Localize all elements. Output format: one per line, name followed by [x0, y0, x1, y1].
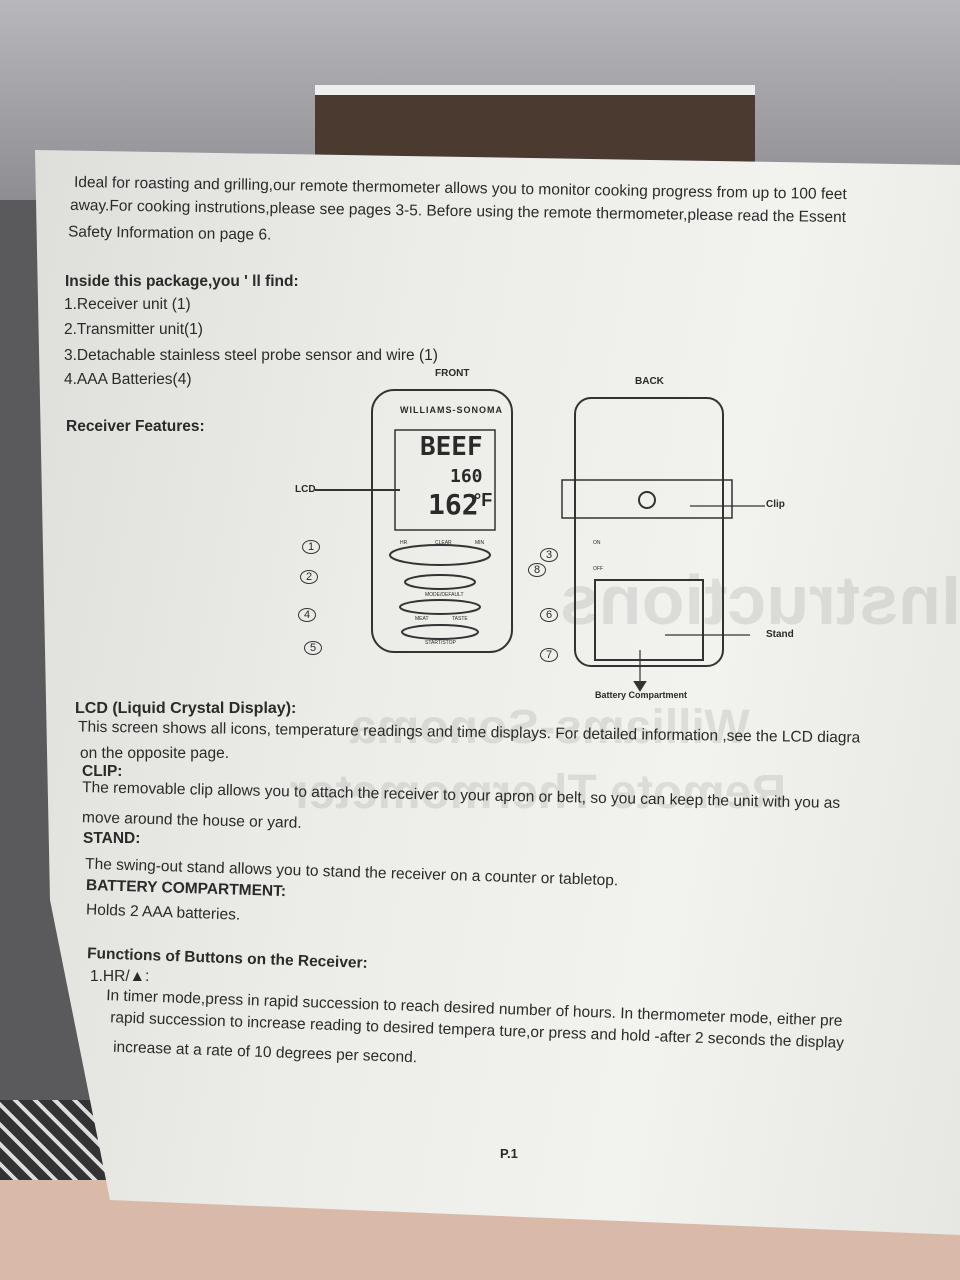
callout-8: 8: [528, 563, 547, 577]
callout-1: 1: [302, 540, 321, 554]
callout-2: 2: [300, 570, 319, 584]
btn-min: MIN: [475, 540, 485, 546]
lcd-unit: °F: [474, 490, 493, 510]
page-number: P.1: [500, 1146, 518, 1161]
back-label: BACK: [635, 376, 664, 387]
lcd-section-line: on the opposite page.: [80, 745, 230, 762]
function-item-hr: 1.HR/▲:: [90, 968, 150, 985]
btn-hr: HR: [400, 540, 408, 546]
receiver-features-heading: Receiver Features:: [66, 418, 205, 435]
lcd-meat: BEEF: [420, 432, 483, 462]
package-item: 1.Receiver unit (1): [64, 296, 191, 313]
lcd-section-title: LCD (Liquid Crystal Display):: [75, 700, 297, 717]
btn-start-stop: START/STOP: [425, 640, 456, 646]
btn-clear: CLEAR: [435, 540, 452, 546]
callout-6: 6: [540, 608, 559, 622]
btn-meat: MEAT: [415, 616, 429, 622]
brand-label: WILLIAMS-SONOMA: [400, 405, 503, 415]
callout-4: 4: [298, 608, 317, 622]
package-item: 3.Detachable stainless steel probe senso…: [64, 347, 438, 364]
front-label: FRONT: [435, 368, 470, 379]
intro-line: Safety Information on page 6.: [67, 223, 272, 244]
package-heading: Inside this package,you ' ll find:: [65, 273, 299, 290]
clip-label: Clip: [766, 499, 785, 510]
stand-label: Stand: [766, 629, 794, 640]
lcd-label: LCD: [295, 484, 316, 495]
package-item: 4.AAA Batteries(4): [64, 371, 192, 388]
callout-5: 5: [304, 641, 323, 655]
battery-label: Battery Compartment: [595, 690, 688, 700]
stand-section-title: STAND:: [83, 830, 141, 847]
receiver-diagram: FRONT BACK WILLIAMS-SONOMA BEEF 160 162 …: [290, 368, 810, 715]
callout-3: 3: [540, 548, 559, 562]
receiver-drawing: [315, 389, 765, 692]
switch-on: ON: [593, 540, 601, 546]
btn-mode: MODE/DEFAULT: [425, 592, 464, 598]
btn-taste: TASTE: [452, 616, 468, 622]
lcd-probe-temp: 162: [428, 488, 479, 521]
package-item: 2.Transmitter unit(1): [64, 321, 203, 338]
clip-section-title: CLIP:: [82, 763, 123, 780]
switch-off: OFF: [593, 566, 603, 572]
lcd-set-temp: 160: [450, 466, 483, 487]
callout-7: 7: [540, 648, 559, 662]
